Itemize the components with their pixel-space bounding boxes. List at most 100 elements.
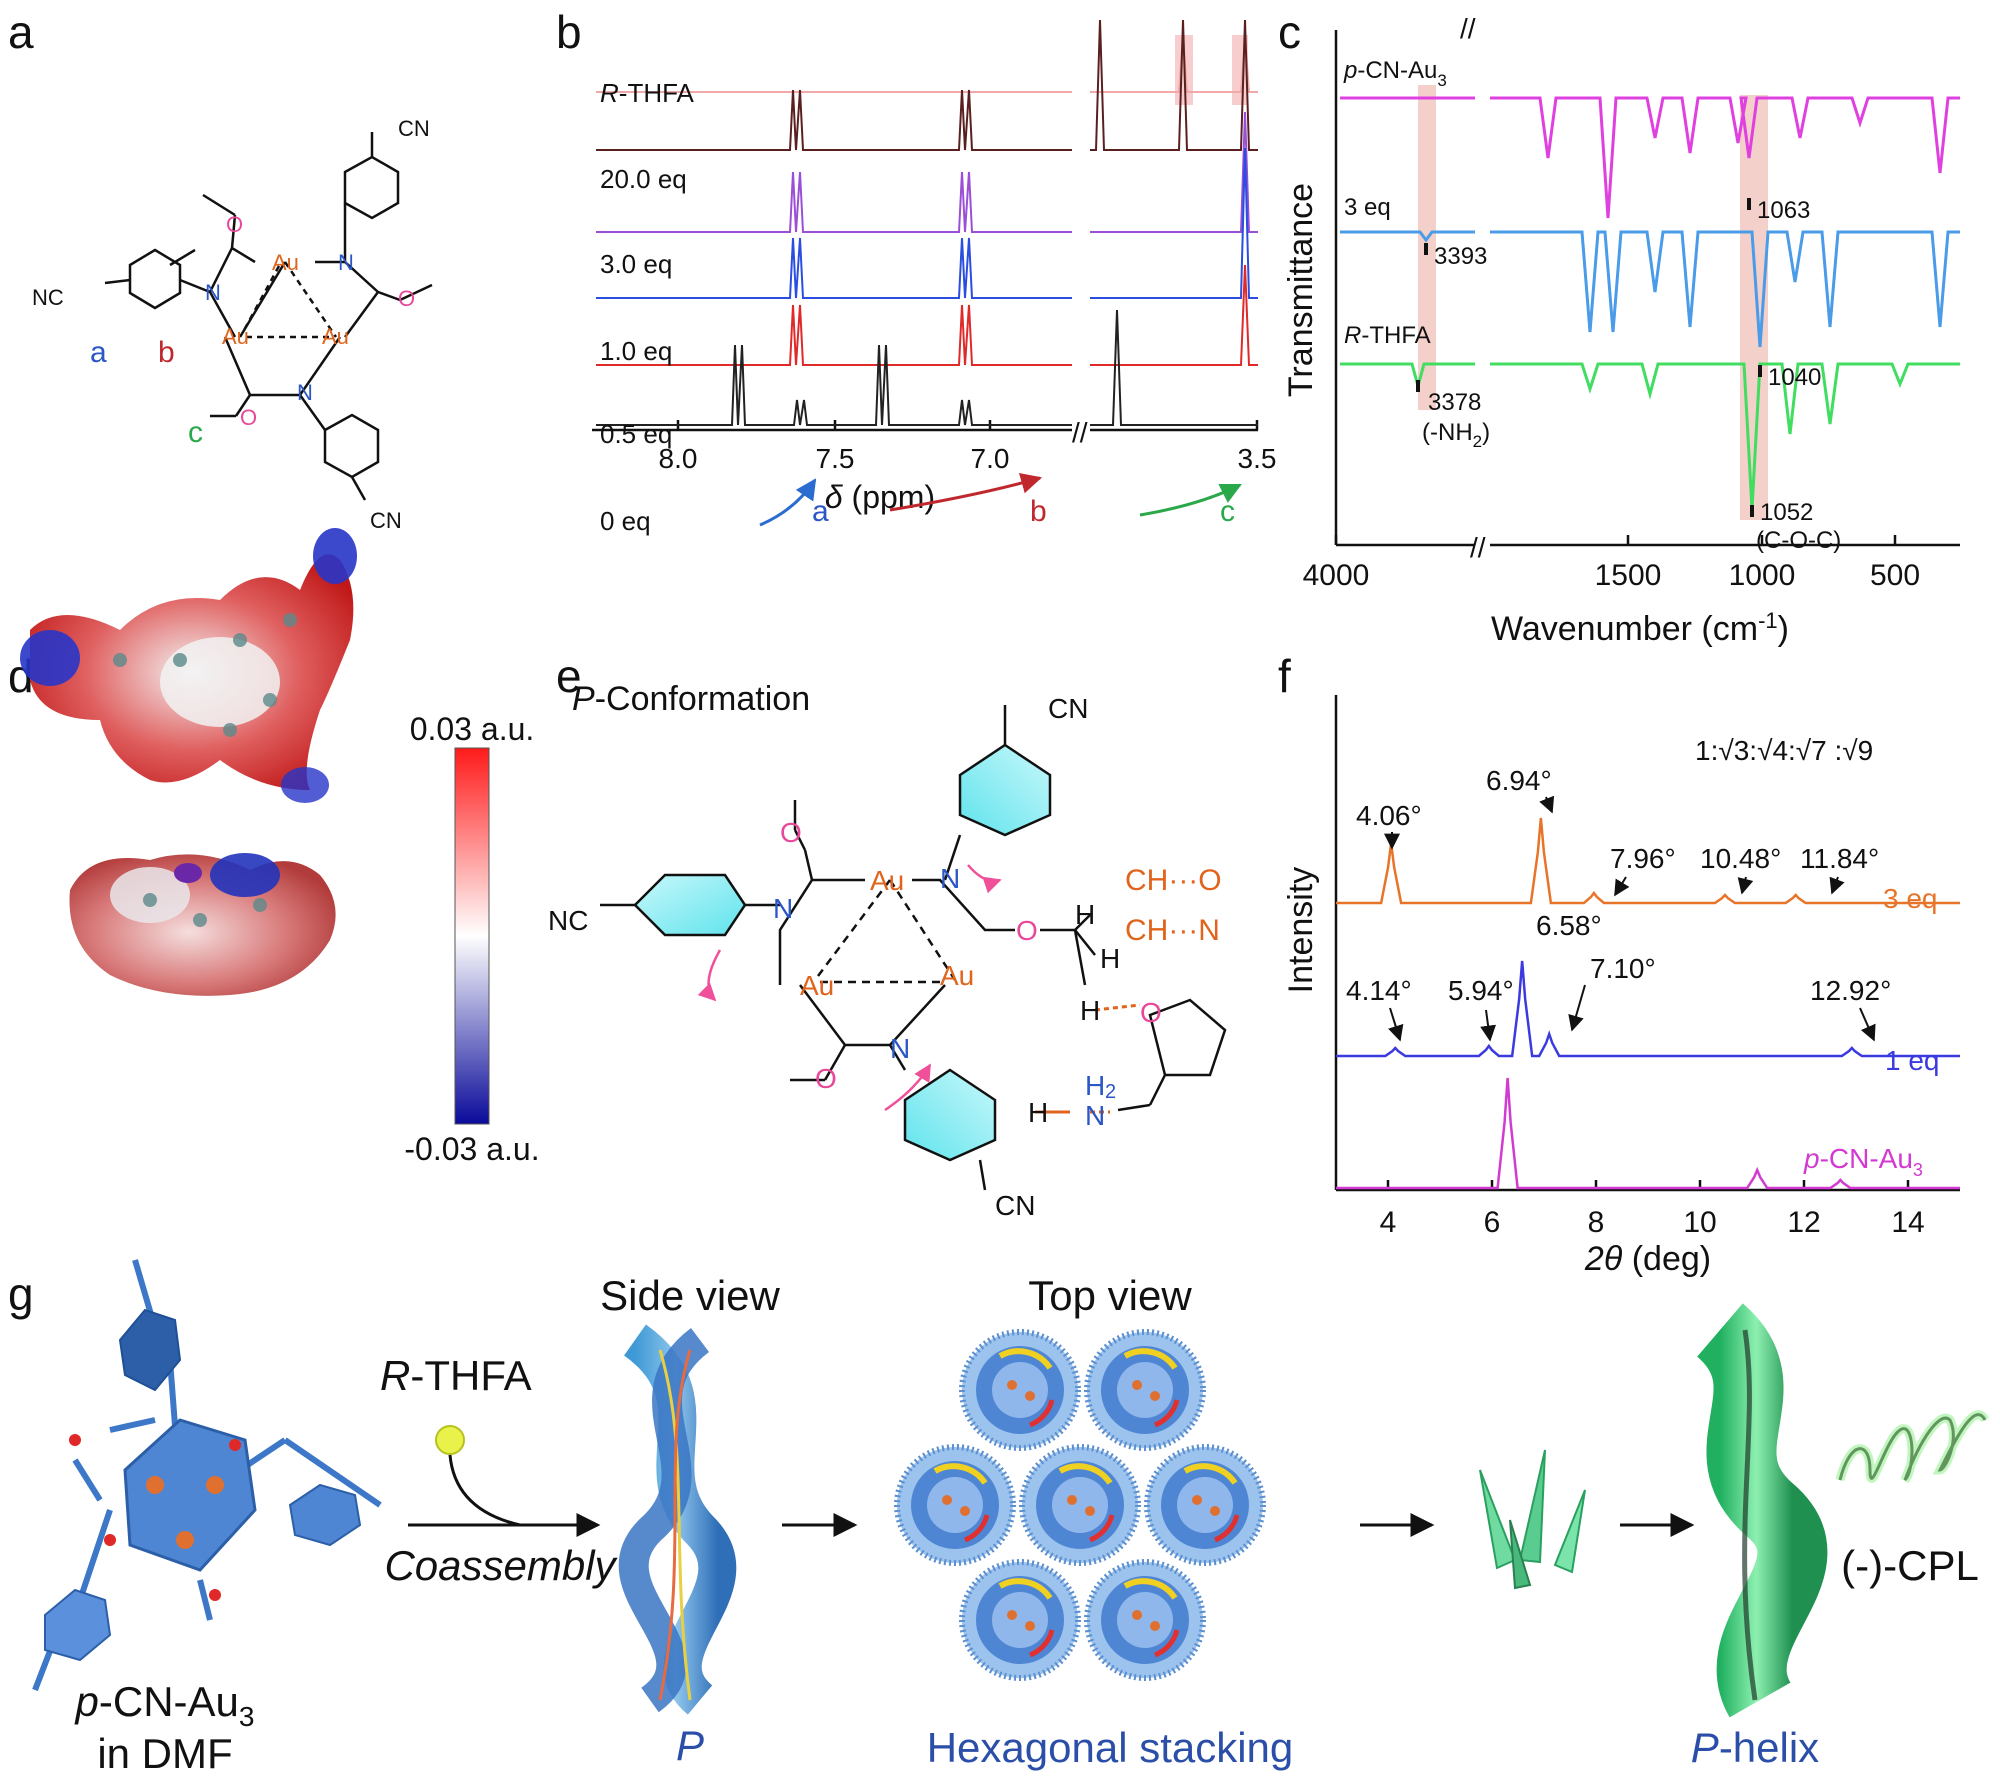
- conf-au-right: Au: [940, 960, 974, 991]
- svg-text://: //: [1460, 13, 1476, 44]
- ir-peak-nh2: (-NH2): [1422, 419, 1490, 451]
- panel-a-o-3: O: [240, 405, 257, 430]
- panel-a-n-3: N: [297, 380, 313, 405]
- xrd-peak-594: 5.94°: [1448, 975, 1514, 1006]
- panel-g-schematic: p-CN-Au3 in DMF R-THFA Coassembly Side v…: [32, 1259, 1990, 1777]
- xrd-tick-14: 14: [1891, 1206, 1924, 1239]
- ir-trace-1: [1340, 230, 1960, 348]
- xrd-ratio-label: 1:√3:√4:√7 :√9: [1695, 735, 1873, 766]
- svg-text://: //: [1470, 532, 1486, 563]
- conf-h-2: H: [1100, 943, 1120, 974]
- nmr-label-r-thfa: R-THFA: [600, 78, 695, 108]
- esp-scale-min: -0.03 a.u.: [404, 1131, 539, 1167]
- conf-thf-o: O: [1140, 997, 1162, 1028]
- ir-peak-1040: 1040: [1768, 364, 1821, 391]
- panel-letter-c: c: [1278, 6, 1301, 58]
- g-top-view-caption: Hexagonal stacking: [927, 1724, 1294, 1771]
- xrd-tick-10: 10: [1683, 1206, 1716, 1239]
- panel-a-n-1: N: [205, 280, 221, 305]
- g-top-view-label: Top view: [1028, 1272, 1192, 1319]
- conf-au-top: Au: [870, 865, 904, 896]
- nmr-trace-right-3: [1090, 147, 1258, 299]
- conf-au-left: Au: [800, 970, 834, 1001]
- xrd-y-axis-label: Intensity: [1282, 867, 1320, 994]
- nmr-tick-3-5: 3.5: [1238, 443, 1277, 474]
- conf-h-5: H: [1085, 1070, 1105, 1101]
- nmr-tick-8: 8.0: [659, 443, 698, 474]
- nmr-label-0eq: 0 eq: [600, 506, 651, 536]
- nmr-trace-2: [596, 171, 1072, 233]
- nmr-label-3eq: 3.0 eq: [600, 249, 672, 279]
- xrd-peak-1184: 11.84°: [1800, 843, 1879, 874]
- xrd-peak-710: 7.10°: [1590, 953, 1656, 984]
- g-helix-caption: P-helix: [1691, 1724, 1819, 1771]
- conf-n-bottom: N: [890, 1033, 910, 1064]
- conf-nh2-n: N: [1085, 1100, 1105, 1131]
- conf-n-left: N: [773, 893, 793, 924]
- hex-column-1: [1084, 1329, 1206, 1451]
- g-cpl-label: (-)-CPL: [1841, 1542, 1979, 1589]
- hex-column-3: [1019, 1444, 1141, 1566]
- xrd-tick-12: 12: [1787, 1206, 1820, 1239]
- nmr-arrow-b: b: [1030, 495, 1047, 528]
- g-reagent-label: R-THFA: [380, 1352, 532, 1399]
- panel-letter-e: e: [556, 650, 582, 702]
- xrd-label-pcnau3: p-CN-Au3: [1803, 1143, 1923, 1180]
- xrd-peak-1048: 10.48°: [1700, 843, 1781, 874]
- conf-n-top: N: [940, 863, 960, 894]
- conf-o-bottom: O: [815, 1063, 837, 1094]
- g-cones: [1479, 1449, 1586, 1590]
- hex-column-2: [894, 1444, 1016, 1566]
- nmr-label-1eq: 1.0 eq: [600, 336, 672, 366]
- nmr-arrow-c: c: [1220, 495, 1235, 528]
- nmr-trace-right-1: [1090, 19, 1258, 151]
- panel-a-au-3: Au: [322, 324, 349, 349]
- xrd-trace-0: [1336, 817, 1960, 905]
- nmr-trace-right-4: [1090, 264, 1258, 366]
- ir-peak-coc: (C-O-C): [1756, 527, 1841, 554]
- nmr-arrow-a: a: [812, 495, 829, 528]
- panel-a-n-2: N: [338, 250, 354, 275]
- panel-a-cn-bottom: CN: [370, 508, 402, 533]
- hex-column-5: [959, 1559, 1081, 1681]
- g-hexagonal-stack: [894, 1329, 1266, 1681]
- g-molecule-label: p-CN-Au3: [74, 1678, 255, 1732]
- conformation-title: P-Conformation: [572, 680, 810, 718]
- xrd-trace-1: [1336, 960, 1960, 1058]
- panel-a-proton-a: a: [90, 336, 107, 369]
- nmr-trace-right-0: [1090, 36, 1258, 93]
- nmr-x-axis-label: δ (ppm): [825, 479, 935, 515]
- panel-a-au-2: Au: [222, 324, 249, 349]
- ir-peak-1063: 1063: [1757, 197, 1810, 224]
- nmr-trace-5: [596, 344, 1072, 426]
- ir-x-axis-label: Wavenumber (cm-1): [1491, 608, 1789, 648]
- conf-o-top: O: [780, 817, 802, 848]
- panel-d-esp: 0.03 a.u. -0.03 a.u.: [20, 528, 540, 1167]
- xrd-tick-8: 8: [1588, 1206, 1605, 1239]
- conf-nc-left: NC: [548, 905, 588, 936]
- conf-o-right: O: [1016, 915, 1038, 946]
- panel-b-nmr: // 8.0 7.5 7.0 3.5 δ (ppm) R-THFA 20.0 e…: [592, 19, 1277, 536]
- nmr-tick-7: 7.0: [971, 443, 1010, 474]
- nmr-trace-4: [596, 304, 1072, 366]
- hex-column-6: [1084, 1559, 1206, 1681]
- ir-tick-500: 500: [1870, 559, 1920, 592]
- ir-tick-1500: 1500: [1595, 559, 1662, 592]
- ir-label-r-thfa: R-THFA: [1344, 322, 1431, 349]
- nmr-label-20eq: 20.0 eq: [600, 164, 687, 194]
- conf-ch-n: CH···N: [1125, 914, 1220, 947]
- xrd-peak-414: 4.14°: [1346, 975, 1412, 1006]
- panel-letter-b: b: [556, 6, 582, 58]
- panel-a-proton-c: c: [188, 416, 203, 449]
- hex-column-0: [959, 1329, 1081, 1451]
- conf-nh2-sub: 2: [1105, 1081, 1116, 1103]
- ir-label-3eq: 3 eq: [1344, 194, 1391, 221]
- nmr-label-05eq: 0.5 eq: [600, 419, 672, 449]
- g-coassembly-label: Coassembly: [384, 1542, 618, 1589]
- nmr-trace-right-2: [1090, 111, 1258, 233]
- ir-peak-1052: 1052: [1760, 499, 1813, 526]
- esp-scale-max: 0.03 a.u.: [410, 711, 535, 747]
- xrd-peak-1292: 12.92°: [1810, 975, 1891, 1006]
